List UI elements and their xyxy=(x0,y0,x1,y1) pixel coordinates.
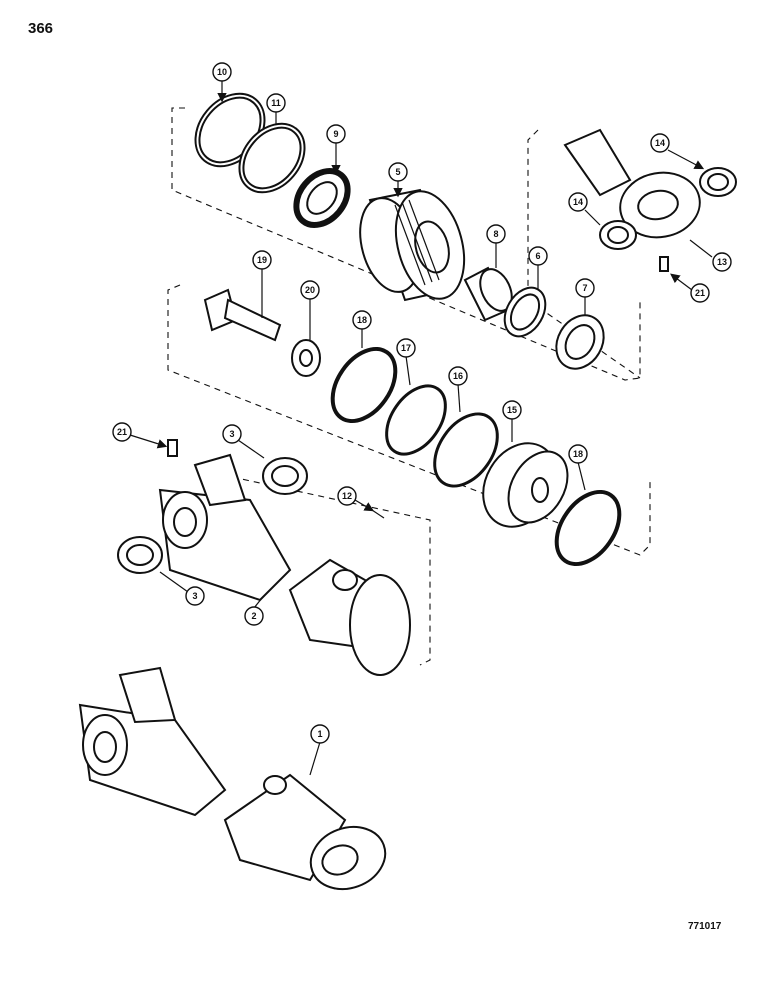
callout-8: 8 xyxy=(486,224,506,244)
screw-part xyxy=(371,509,385,519)
callout-label: 15 xyxy=(507,405,517,415)
base-end-part xyxy=(158,453,292,602)
grease-fitting-part xyxy=(167,439,178,457)
callout-label: 18 xyxy=(573,449,583,459)
bushing-part xyxy=(117,536,163,574)
callout-label: 21 xyxy=(695,288,705,298)
callout-label: 19 xyxy=(257,255,267,265)
callout-label: 7 xyxy=(582,283,587,293)
callout-3: 3 xyxy=(222,424,242,444)
callout-label: 5 xyxy=(395,167,400,177)
callout-14: 14 xyxy=(568,192,588,212)
cylinder-head-part xyxy=(359,188,466,302)
callout-6: 6 xyxy=(528,246,548,266)
cylinder-barrel-part xyxy=(288,558,411,676)
callout-21: 21 xyxy=(690,283,710,303)
bushing-part xyxy=(599,220,637,250)
callout-label: 18 xyxy=(357,315,367,325)
seal-part xyxy=(555,314,605,370)
callout-label: 3 xyxy=(192,591,197,601)
wear-ring-part xyxy=(554,489,622,567)
wear-ring-part xyxy=(330,346,398,424)
callout-1: 1 xyxy=(310,724,330,744)
page-number: 366 xyxy=(28,20,54,37)
callout-label: 11 xyxy=(271,98,281,108)
callout-19: 19 xyxy=(252,250,272,270)
callout-13: 13 xyxy=(712,252,732,272)
bushing-part xyxy=(262,457,308,495)
rod-eye-part xyxy=(563,128,701,239)
callout-label: 10 xyxy=(217,67,227,77)
callout-7: 7 xyxy=(575,278,595,298)
bushing-part xyxy=(699,167,737,197)
callout-label: 3 xyxy=(229,429,234,439)
callout-label: 9 xyxy=(333,129,338,139)
dashed-group-outline xyxy=(167,284,651,556)
callout-label: 17 xyxy=(401,343,411,353)
leader-lines xyxy=(129,80,713,776)
callout-9: 9 xyxy=(326,124,346,144)
callout-label: 2 xyxy=(251,611,256,621)
piston-part xyxy=(482,442,569,528)
callout-label: 14 xyxy=(573,197,583,207)
callout-11: 11 xyxy=(266,93,286,113)
callout-21: 21 xyxy=(112,422,132,442)
callout-label: 13 xyxy=(717,257,727,267)
callout-label: 1 xyxy=(317,729,322,739)
callout-18: 18 xyxy=(352,310,372,330)
bolt-part xyxy=(203,288,282,342)
callout-label: 6 xyxy=(535,251,540,261)
callout-14: 14 xyxy=(650,133,670,153)
callout-label: 8 xyxy=(493,229,498,239)
callout-12: 12 xyxy=(337,486,357,506)
callout-label: 21 xyxy=(117,427,127,437)
callout-3: 3 xyxy=(185,586,205,606)
figure-id: 771017 xyxy=(688,921,722,932)
callout-label: 16 xyxy=(453,371,463,381)
washer-part xyxy=(291,339,321,377)
callout-10: 10 xyxy=(212,62,232,82)
callout-18: 18 xyxy=(568,444,588,464)
callout-label: 14 xyxy=(655,138,665,148)
callout-label: 20 xyxy=(305,285,315,295)
ring-part xyxy=(385,384,447,456)
bushing-part xyxy=(463,266,513,322)
callout-17: 17 xyxy=(396,338,416,358)
callout-16: 16 xyxy=(448,366,468,386)
ring-part xyxy=(433,412,499,488)
backup-ring-part xyxy=(238,122,306,194)
callout-15: 15 xyxy=(502,400,522,420)
wiper-seal-part xyxy=(293,168,351,228)
grease-fitting-part xyxy=(659,256,669,272)
callout-5: 5 xyxy=(388,162,408,182)
ring-part xyxy=(503,286,547,338)
callout-20: 20 xyxy=(300,280,320,300)
callout-label: 12 xyxy=(342,491,352,501)
callout-2: 2 xyxy=(244,606,264,626)
cylinder-assembly-part xyxy=(78,666,387,891)
